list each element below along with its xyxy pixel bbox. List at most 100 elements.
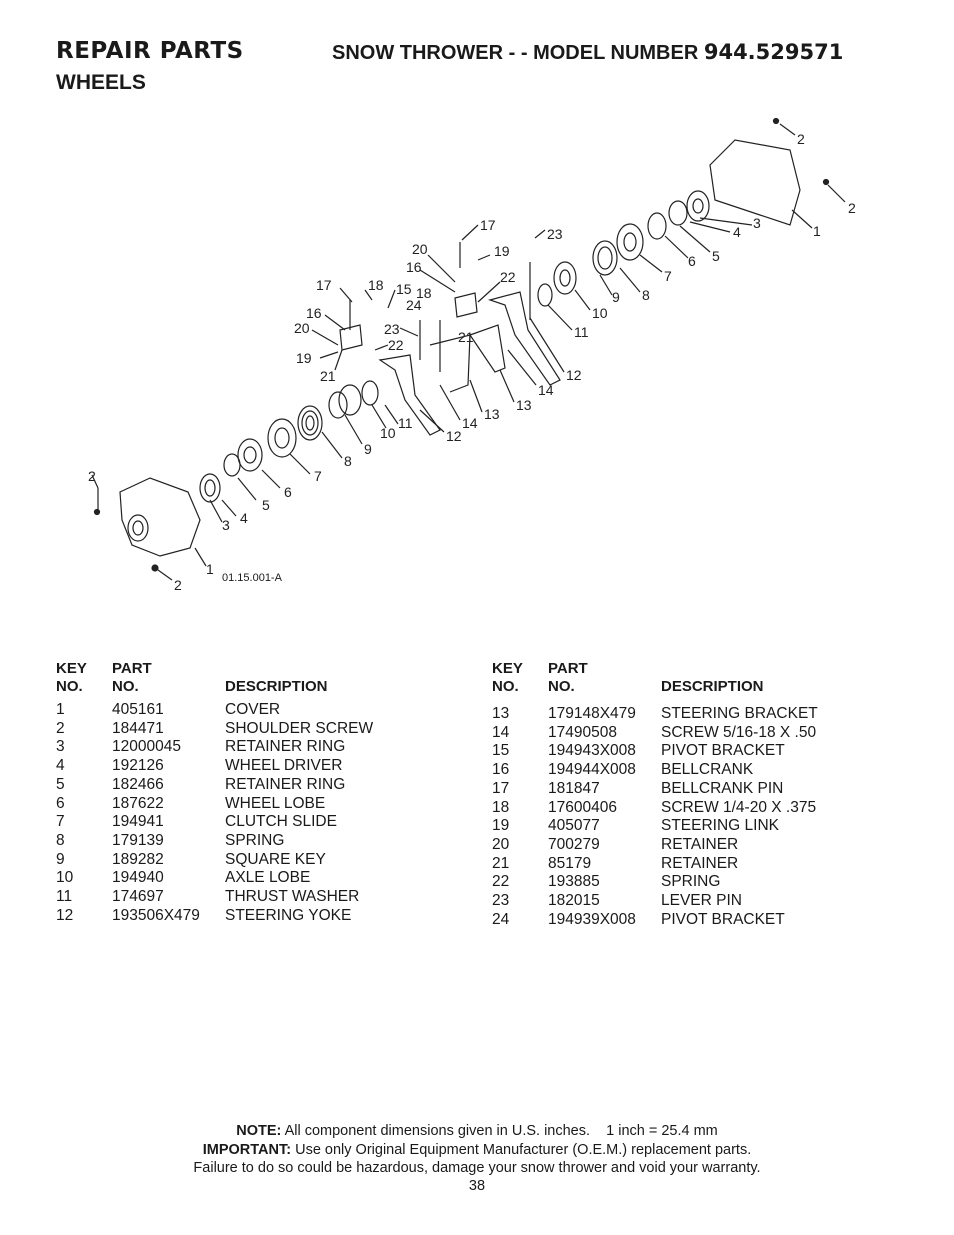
important-label: IMPORTANT: [202, 1142, 292, 1158]
header-key: KEY [492, 660, 523, 677]
callout-20: 20 [412, 241, 428, 257]
callout-1: 1 [813, 223, 821, 239]
callout-8: 8 [642, 287, 650, 303]
callout-9: 9 [364, 441, 372, 457]
key-number: 8 [56, 831, 65, 849]
part-description: WHEEL LOBE [225, 794, 326, 812]
part-description: RETAINER RING [225, 738, 346, 756]
callout-4: 4 [733, 224, 741, 240]
warning-text: Failure to do so could be hazardous, dam… [193, 1160, 761, 1176]
header-part-no: NO. [112, 678, 139, 695]
part-number: 700279 [548, 835, 600, 853]
key-number: 17 [492, 779, 510, 797]
key-number: 3 [56, 738, 65, 756]
left-cover-drawing [119, 477, 201, 557]
part-number: 194939X008 [548, 910, 636, 928]
callout-5: 5 [712, 248, 720, 264]
key-number: 18 [492, 798, 510, 816]
key-number: 22 [492, 873, 510, 891]
header-key: KEY [56, 660, 87, 677]
callout-16: 16 [306, 305, 322, 321]
callout-11: 11 [398, 415, 413, 431]
key-number: 15 [492, 742, 510, 760]
header-description: DESCRIPTION [225, 678, 328, 695]
header-part: PART [548, 660, 588, 677]
key-number: 12 [56, 906, 74, 924]
key-number: 11 [56, 888, 73, 905]
key-number: 5 [56, 775, 65, 793]
key-number: 7 [56, 813, 65, 831]
callout-24: 24 [406, 297, 422, 313]
part-description: LEVER PIN [661, 892, 742, 909]
part-description: SPRING [661, 873, 721, 891]
section-title: REPAIR PARTS [56, 38, 244, 64]
callout-10: 10 [592, 305, 608, 321]
callout-10: 10 [380, 425, 396, 441]
callout-6: 6 [284, 484, 292, 500]
key-number: 10 [56, 869, 74, 887]
callout-2: 2 [797, 131, 805, 147]
callout-1: 1 [206, 561, 214, 577]
callout-9: 9 [612, 289, 620, 305]
document-title: SNOW THROWER - - MODEL NUMBER 944.529571 [332, 40, 843, 65]
header-description: DESCRIPTION [661, 678, 764, 695]
callout-17: 17 [316, 277, 332, 293]
key-number: 4 [56, 757, 65, 775]
part-description: BELLCRANK PIN [661, 779, 784, 797]
part-number: 17600406 [548, 798, 617, 816]
axle-lobe-right-drawing [553, 261, 577, 295]
part-number: 193885 [548, 873, 600, 891]
spring-drawing [297, 405, 323, 441]
callout-8: 8 [344, 453, 352, 469]
part-number: 193506X479 [112, 906, 200, 924]
part-number: 194940 [112, 869, 164, 887]
part-description: STEERING LINK [661, 817, 779, 835]
callout-23: 23 [547, 226, 563, 242]
part-description: WHEEL DRIVER [225, 757, 343, 775]
part-description: SCREW 1/4-20 X .375 [661, 798, 817, 816]
key-number: 14 [492, 723, 510, 741]
part-number: 12000045 [112, 738, 181, 756]
key-number: 21 [492, 854, 510, 872]
part-description: STEERING BRACKET [661, 705, 818, 722]
part-description: RETAINER [661, 854, 739, 872]
callout-5: 5 [262, 497, 270, 513]
right-cover-drawing [709, 139, 801, 226]
part-description: SHOULDER SCREW [225, 719, 374, 737]
part-number: 194941 [112, 813, 164, 831]
part-description: SCREW 5/16-18 X .50 [661, 723, 817, 741]
exploded-parts-diagram: 2 2 1 3 4 5 6 7 8 9 10 11 12 14 13 13 14… [88, 117, 856, 593]
important-text: Use only Original Equipment Manufacturer… [295, 1142, 752, 1158]
key-number: 20 [492, 835, 510, 853]
part-number: 179148X479 [548, 705, 636, 722]
part-number: 17490508 [548, 723, 617, 741]
model-number: 944.529571 [703, 40, 844, 64]
callout-12: 12 [446, 428, 462, 444]
part-description: RETAINER [661, 835, 739, 853]
part-number: 194944X008 [548, 761, 636, 779]
part-number: 192126 [112, 757, 164, 775]
diagram-reference: 01.15.001-A [222, 572, 282, 584]
callout-14: 14 [462, 415, 478, 431]
callout-21: 21 [458, 329, 474, 345]
part-description: THRUST WASHER [225, 888, 360, 905]
note-label: NOTE: [236, 1123, 282, 1139]
part-description: SQUARE KEY [225, 850, 326, 868]
callout-7: 7 [664, 268, 672, 284]
callout-15: 15 [396, 281, 412, 297]
callout-3: 3 [222, 517, 230, 533]
note-line: NOTE: All component dimensions given in … [0, 1123, 954, 1139]
callout-2: 2 [848, 200, 856, 216]
part-description: PIVOT BRACKET [661, 910, 785, 928]
key-number: 24 [492, 910, 510, 928]
part-number: 182466 [112, 775, 164, 793]
callout-17: 17 [480, 217, 496, 233]
part-description: AXLE LOBE [225, 869, 311, 887]
callout-2: 2 [88, 468, 96, 484]
steering-yoke-left-drawing [378, 354, 441, 436]
part-description: COVER [225, 701, 281, 718]
note-text: All component dimensions given in U.S. i… [284, 1123, 718, 1139]
callout-19: 19 [494, 243, 510, 259]
callout-20: 20 [294, 320, 310, 336]
part-description: STEERING YOKE [225, 906, 352, 924]
